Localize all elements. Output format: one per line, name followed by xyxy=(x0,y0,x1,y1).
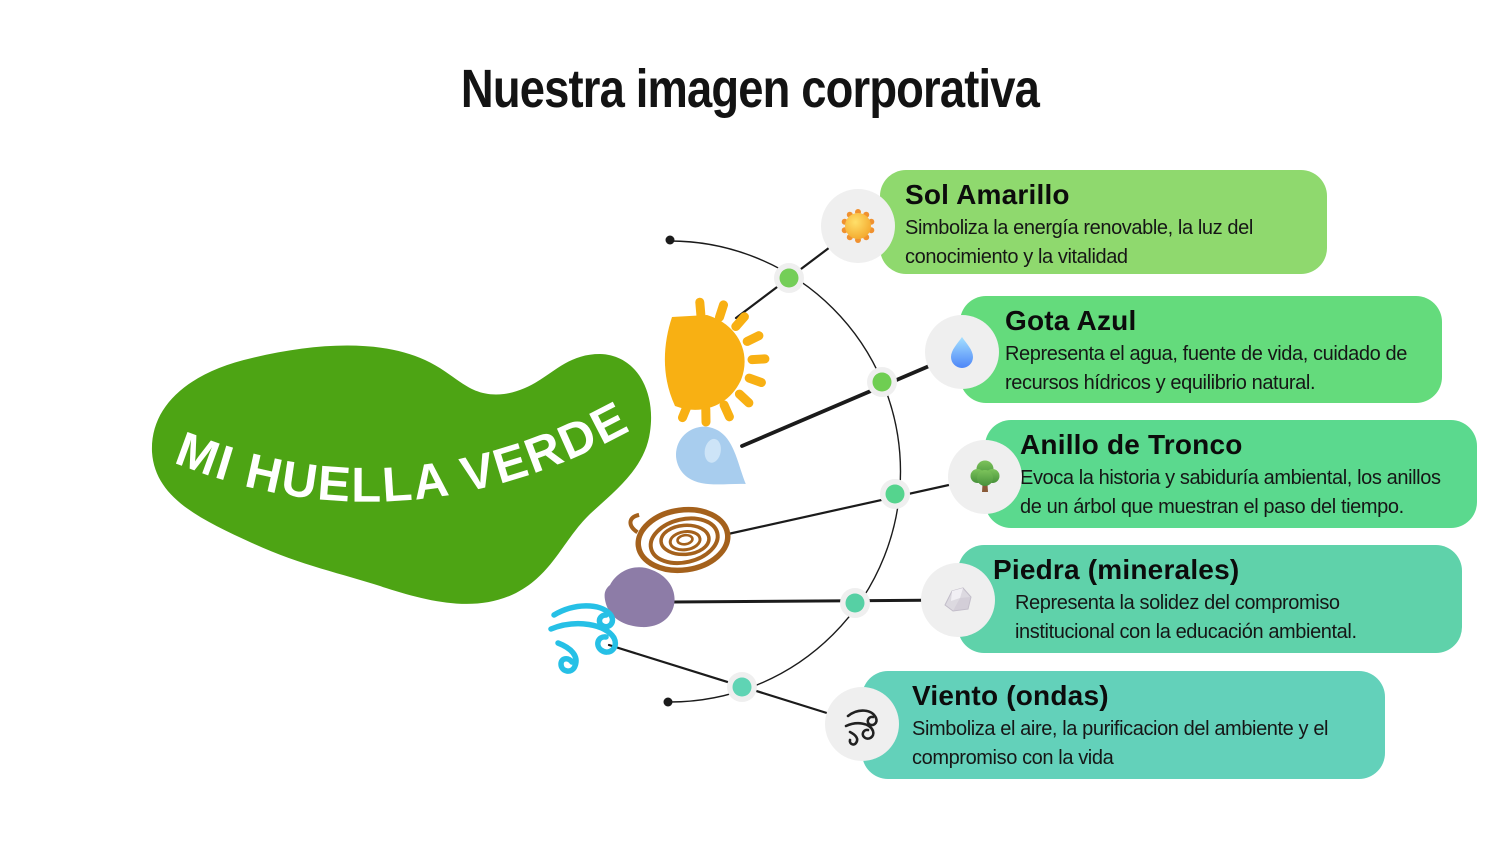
card-title: Gota Azul xyxy=(1005,305,1137,336)
card-title: Anillo de Tronco xyxy=(1020,429,1243,460)
logo-blob-shape xyxy=(151,345,652,604)
sun-icon-body xyxy=(664,315,745,410)
droplet-icon-highlight xyxy=(704,438,721,463)
timeline-node-2 xyxy=(872,372,892,392)
card-piedra-minerales: Piedra (minerales) Representa la solidez… xyxy=(958,545,1462,653)
card-anillo-de-tronco: Anillo de Tronco Evoca la historia y sab… xyxy=(985,420,1477,528)
card-title: Sol Amarillo xyxy=(905,179,1070,210)
card-viento-ondas: Viento (ondas) Simboliza el aire, la pur… xyxy=(862,671,1385,779)
card-body: Representa la solidez del compromiso ins… xyxy=(1015,592,1357,643)
badge-tree xyxy=(948,440,1022,514)
card-gota-azul: Gota Azul Representa el agua, fuente de … xyxy=(960,296,1442,403)
card-sol-amarillo: Sol Amarillo Simboliza la energía renova… xyxy=(880,170,1327,274)
wind-icon xyxy=(548,603,618,674)
arc-endpoint-dot-bottom xyxy=(663,697,673,707)
connector-lines xyxy=(607,224,987,726)
rock-badge-icon xyxy=(944,587,972,612)
connector-line-stone xyxy=(670,598,960,604)
card-body: Simboliza la energía renovable, la luz d… xyxy=(905,217,1253,268)
badge-sun xyxy=(821,189,895,263)
logo-blob: MI HUELLA VERDE xyxy=(151,345,652,604)
card-body: Evoca la historia y sabiduría ambiental,… xyxy=(1020,467,1441,518)
droplet-icon xyxy=(675,426,746,485)
timeline-node-3 xyxy=(885,484,905,504)
connector-line-droplet xyxy=(740,350,964,448)
timeline-node-4 xyxy=(845,593,865,613)
badge-wind xyxy=(825,687,899,761)
card-title: Piedra (minerales) xyxy=(993,554,1240,585)
page-title: Nuestra imagen corporativa xyxy=(460,59,1040,119)
stone-icon xyxy=(604,567,675,628)
connector-line-tree-rings xyxy=(726,475,987,536)
timeline-node-5 xyxy=(732,677,752,697)
tree-rings-icon xyxy=(628,506,731,574)
wind-badge-icon xyxy=(844,709,878,746)
sun-badge-icon xyxy=(841,209,875,243)
timeline-node-1 xyxy=(779,268,799,288)
sun-icon xyxy=(664,297,770,427)
card-body: Simboliza el aire, la purificacion del a… xyxy=(912,718,1329,769)
timeline-nodes xyxy=(727,263,910,702)
card-title: Viento (ondas) xyxy=(912,680,1109,711)
sun-icon-rays xyxy=(678,297,770,427)
badge-rock xyxy=(921,563,995,637)
tree-badge-icon xyxy=(970,460,1000,492)
droplet-badge-icon xyxy=(951,337,973,368)
card-body: Representa el agua, fuente de vida, cuid… xyxy=(1005,343,1407,394)
badge-droplet xyxy=(925,315,999,389)
arc-endpoint-dot-top xyxy=(665,235,675,245)
